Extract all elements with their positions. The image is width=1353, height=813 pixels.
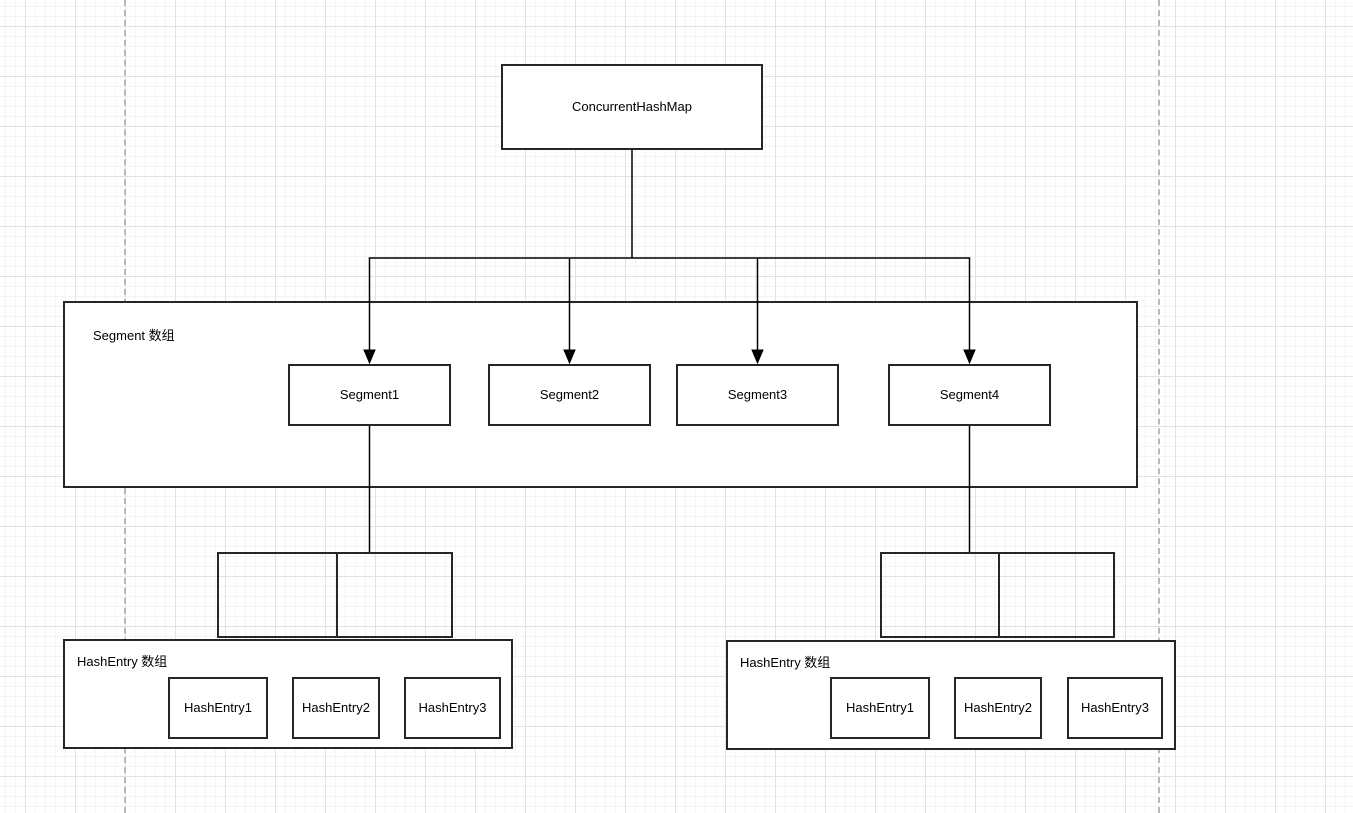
- page-guide-right: [1158, 0, 1160, 813]
- array-cells-right-divider: [998, 554, 1000, 636]
- node-segment2-label: Segment2: [539, 387, 600, 403]
- node-hashentry1-right[interactable]: HashEntry1: [830, 677, 930, 739]
- node-segment3[interactable]: Segment3: [676, 364, 839, 426]
- node-segment1[interactable]: Segment1: [288, 364, 451, 426]
- node-hashentry2-right[interactable]: HashEntry2: [954, 677, 1042, 739]
- node-concurrenthashmap-label: ConcurrentHashMap: [572, 99, 692, 115]
- node-hashentry1-left[interactable]: HashEntry1: [168, 677, 268, 739]
- node-segment4-label: Segment4: [939, 387, 1000, 403]
- node-hashentry1-right-label: HashEntry1: [846, 700, 914, 716]
- node-hashentry1-left-label: HashEntry1: [184, 700, 252, 716]
- node-hashentry2-left-label: HashEntry2: [302, 700, 370, 716]
- group-hashentry-array-right-label: HashEntry 数组: [740, 655, 831, 670]
- node-hashentry3-left-label: HashEntry3: [418, 700, 487, 716]
- array-cells-left-divider: [336, 554, 338, 636]
- node-segment2[interactable]: Segment2: [488, 364, 651, 426]
- array-cells-right[interactable]: [880, 552, 1115, 638]
- node-concurrenthashmap[interactable]: ConcurrentHashMap: [501, 64, 763, 150]
- node-hashentry3-left[interactable]: HashEntry3: [404, 677, 501, 739]
- group-segment-array-label: Segment 数组: [93, 328, 175, 343]
- node-segment3-label: Segment3: [727, 387, 788, 403]
- group-hashentry-array-left-label: HashEntry 数组: [77, 654, 168, 669]
- node-hashentry2-right-label: HashEntry2: [964, 700, 1032, 716]
- node-hashentry3-right-label: HashEntry3: [1081, 700, 1149, 716]
- array-cells-left[interactable]: [217, 552, 453, 638]
- node-hashentry3-right[interactable]: HashEntry3: [1067, 677, 1163, 739]
- node-segment4[interactable]: Segment4: [888, 364, 1051, 426]
- node-hashentry2-left[interactable]: HashEntry2: [292, 677, 380, 739]
- node-segment1-label: Segment1: [339, 387, 400, 403]
